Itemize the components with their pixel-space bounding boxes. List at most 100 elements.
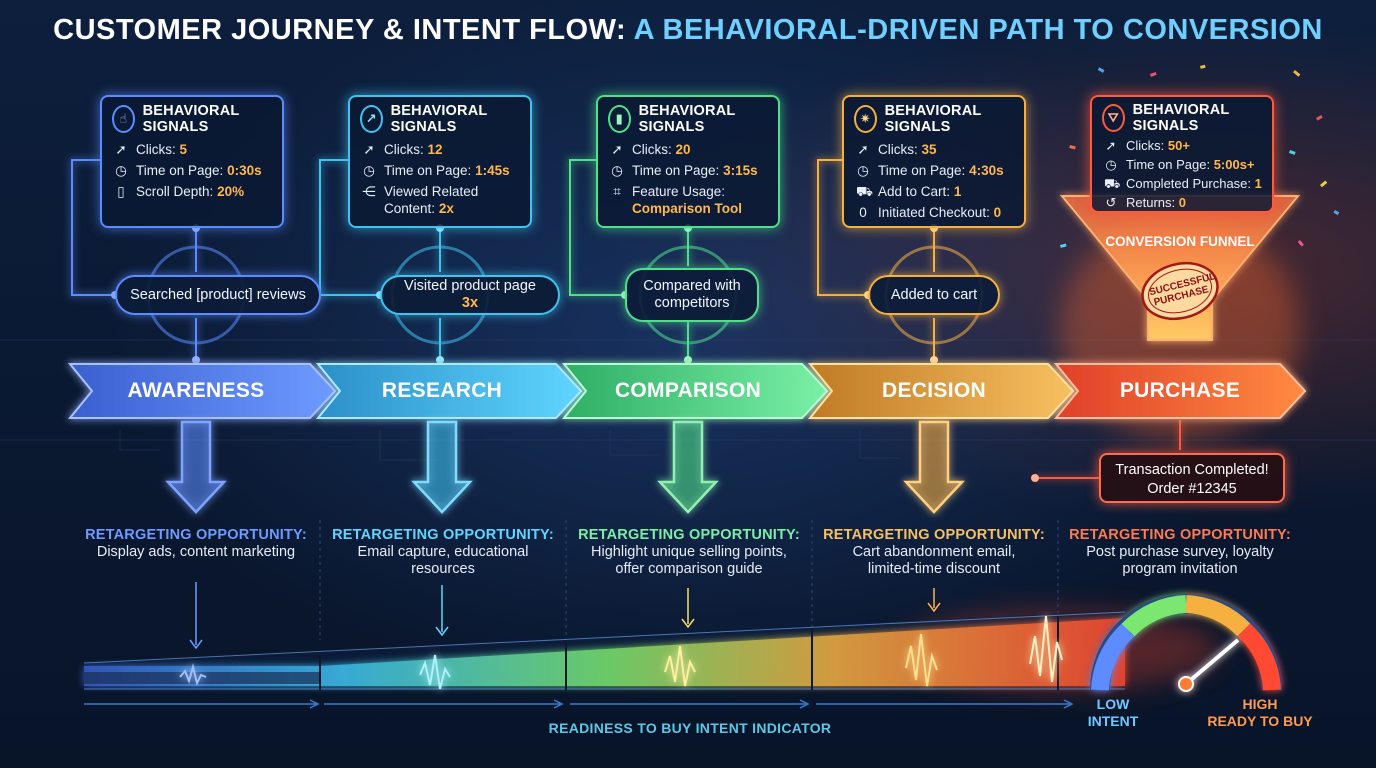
signals-card-title: BEHAVIORAL SIGNALS (884, 103, 982, 135)
signal-value: 1 (1254, 176, 1262, 191)
signal-row: ↺Returns: 0 (1104, 194, 1262, 211)
transaction-line-1: Transaction Completed! (1115, 462, 1269, 478)
retargeting-text: Cart abandonment email, limited-time dis… (852, 544, 1016, 577)
high-intent-line-2: READY TO BUY (1207, 713, 1313, 729)
signal-value: 0 (993, 205, 1002, 220)
signal-value: 1 (953, 184, 962, 199)
clock-icon: ◷ (1105, 157, 1117, 172)
signal-row: ➚ Clicks: 20 (610, 141, 768, 158)
cursor-icon: ➚ (611, 142, 623, 157)
signal-value: 4:30s (969, 163, 1004, 178)
share-icon: ⋲ (362, 184, 376, 199)
clock-icon: ◷ (611, 163, 623, 178)
transaction-completed-box: Transaction Completed! Order #12345 (1099, 453, 1285, 503)
signal-value: 2x (438, 201, 454, 216)
intent-bar (83, 610, 1126, 709)
retargeting-text: Email capture, educational resources (357, 544, 529, 577)
action-value: 3x (461, 295, 479, 311)
chart-icon: ⌗ (613, 184, 621, 199)
signal-value: 5:00s+ (1213, 157, 1255, 172)
stage-label-awareness: AWARENESS (127, 379, 265, 402)
signal-label: Clicks: (1126, 138, 1165, 153)
high-intent-label: HIGH READY TO BUY (1200, 696, 1320, 730)
signal-row: ➚ Clicks: 12 (362, 141, 520, 158)
signals-card-title: BEHAVIORAL SIGNALS (390, 103, 488, 135)
retargeting-title: RETARGETING OPPORTUNITY: (578, 527, 800, 543)
signal-label: Time on Page: (632, 163, 720, 178)
signal-label: Scroll Depth: (136, 184, 214, 199)
signals-card-awareness: ☝ BEHAVIORAL SIGNALS ➚Clicks: 5 ◷Time on… (100, 95, 284, 228)
spark-icon: ✷ (854, 105, 877, 133)
cursor-icon: ➚ (115, 142, 127, 157)
signal-value: 0:30s (227, 163, 262, 178)
signals-card-purchase: ⛛ BEHAVIORAL SIGNALS ➚ Clicks: 50+ ◷ Time … (1090, 95, 1274, 213)
successful-purchase-stamp: SUCCESSFUL PURCHASE (1134, 253, 1226, 329)
transaction-line-2: Order #12345 (1147, 481, 1237, 497)
scroll-icon: ▯ (117, 184, 125, 199)
signal-row: ◷Time on Page: 1:45s (362, 162, 520, 179)
signals-card-header: ✷ BEHAVIORAL SIGNALS (854, 103, 1014, 135)
stage-label-research: RESEARCH (381, 379, 503, 402)
action-bubble-awareness: Searched [product] reviews (115, 275, 321, 315)
signal-label: Completed Purchase: (1126, 176, 1252, 191)
signals-card-research: ↗ BEHAVIORAL SIGNALS ➚ Clicks: 12 ◷Time o… (348, 95, 532, 228)
signal-label: Time on Page: (136, 163, 224, 178)
clock-icon: ◷ (857, 163, 869, 178)
signal-label: Time on Page: (1126, 157, 1211, 172)
clock-icon: ◷ (363, 163, 375, 178)
signal-row: ◷ Time on Page: 5:00s+ (1104, 156, 1262, 173)
action-text: Added to cart (890, 286, 978, 303)
signal-value: 5 (179, 142, 188, 157)
conversion-funnel-label: CONVERSION FUNNEL (1105, 234, 1255, 249)
retargeting-title: RETARGETING OPPORTUNITY: (332, 527, 554, 543)
page-title: CUSTOMER JOURNEY & INTENT FLOW: A BEHAVI… (0, 14, 1376, 47)
low-intent-line-1: LOW (1096, 696, 1130, 712)
cursor-icon: ➚ (1105, 138, 1117, 153)
retargeting-comparison: RETARGETING OPPORTUNITY: Highlight uniqu… (569, 527, 809, 578)
signal-value: 50+ (1167, 138, 1190, 153)
action-bubble-comparison: Compared with competitors (625, 268, 759, 322)
signals-card-header: ☝ BEHAVIORAL SIGNALS (112, 103, 272, 135)
signal-value: 20 (675, 142, 691, 157)
signal-row: ⛟Add to Cart: 1 (856, 183, 1014, 200)
down-arrows (165, 420, 965, 514)
signal-label: Viewed Related Content: (384, 184, 479, 216)
signal-label: Clicks: (632, 142, 672, 157)
action-text: Compared with competitors (643, 278, 741, 311)
intent-indicator-label: READINESS TO BUY INTENT INDICATOR (548, 720, 832, 736)
signal-row: ➚ Clicks: 50+ (1104, 137, 1262, 154)
signals-card-decision: ✷ BEHAVIORAL SIGNALS ➚Clicks: 35 ◷Time o… (842, 95, 1026, 228)
retargeting-purchase: RETARGETING OPPORTUNITY: Post purchase s… (1060, 527, 1300, 578)
retargeting-title: RETARGETING OPPORTUNITY: (85, 527, 307, 543)
signal-value: Comparison Tool (632, 201, 742, 216)
signal-label: Add to Cart: (878, 184, 951, 199)
signal-row: ◷Time on Page: 0:30s (114, 162, 272, 179)
cursor-icon: ➚ (857, 142, 869, 157)
funnel-icon: ⛛ (1102, 104, 1125, 132)
high-intent-line-1: HIGH (1242, 696, 1278, 712)
signal-label: Initiated Checkout: (878, 205, 990, 220)
bar-chart-icon: ▮ (608, 105, 631, 133)
cursor-icon: ➚ (363, 142, 375, 157)
zero-icon: 0 (859, 205, 867, 220)
signal-label: Clicks: (384, 142, 424, 157)
retargeting-title: RETARGETING OPPORTUNITY: (823, 527, 1045, 543)
signals-card-comparison: ▮ BEHAVIORAL SIGNALS ➚Clicks: 20 ◷Time o… (596, 95, 780, 228)
low-intent-line-2: INTENT (1087, 713, 1139, 729)
signal-label: Feature Usage: (632, 184, 726, 199)
intent-gauge-icon (1090, 594, 1282, 692)
action-bubble-research: Visited product page 3x (380, 275, 560, 315)
signal-row: ◷Time on Page: 4:30s (856, 162, 1014, 179)
low-intent-label: LOW INTENT (1085, 696, 1141, 730)
title-part-1: CUSTOMER JOURNEY & INTENT FLOW: (53, 14, 627, 46)
return-icon: ↺ (1105, 195, 1117, 210)
signals-card-header: ↗ BEHAVIORAL SIGNALS (360, 103, 520, 135)
signal-value: 12 (427, 142, 443, 157)
signals-card-header: ⛛ BEHAVIORAL SIGNALS (1102, 102, 1262, 134)
signal-label: Clicks: (878, 142, 918, 157)
stage-chevrons (67, 363, 1307, 419)
signal-row: ◷ Time on Page: 3:15s (610, 162, 768, 179)
signal-value: 3:15s (723, 163, 758, 178)
action-text: Visited product page (404, 278, 536, 294)
signal-label: Returns: (1126, 195, 1176, 210)
